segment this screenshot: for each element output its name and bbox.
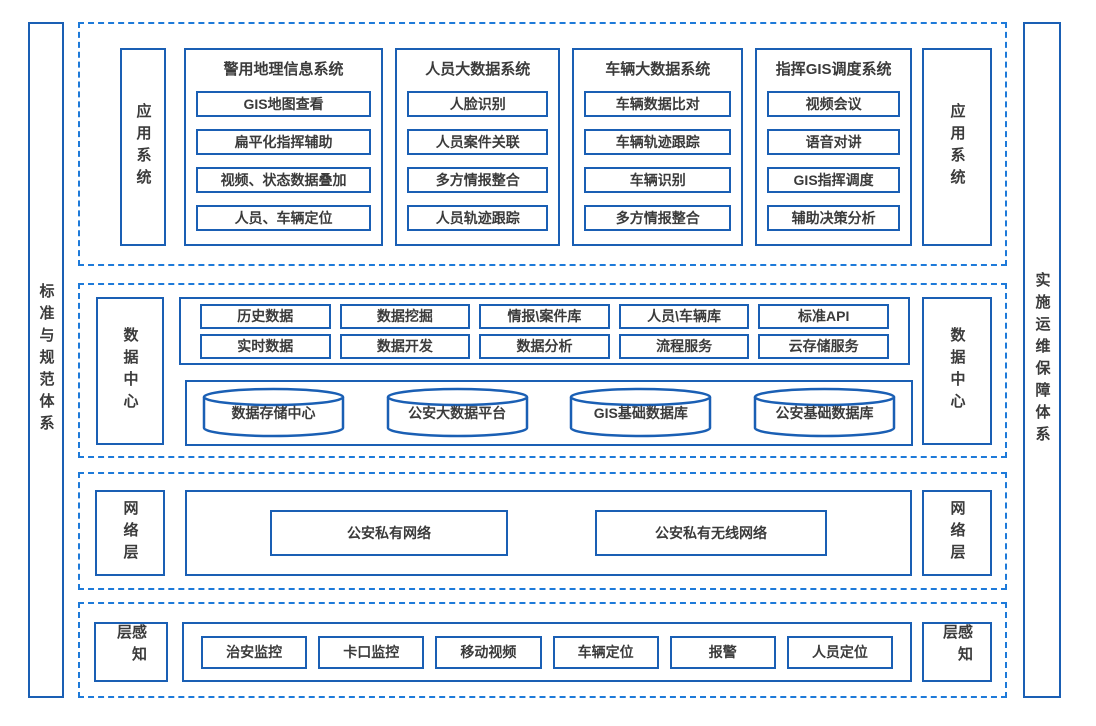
system-module: 视频、状态数据叠加 bbox=[196, 167, 372, 193]
system-module: 扁平化指挥辅助 bbox=[196, 129, 372, 155]
application-layer: 应用系统 警用地理信息系统 GIS地图查看 扁平化指挥辅助 视频、状态数据叠加 … bbox=[78, 22, 1007, 266]
database-label: 公安基础数据库 bbox=[775, 405, 874, 421]
perception-panel: 治安监控 卡口监控 移动视频 车辆定位 报警 人员定位 bbox=[182, 622, 912, 682]
database-label: 公安大数据平台 bbox=[408, 405, 507, 421]
database-cylinder: 公安大数据平台 bbox=[386, 387, 529, 439]
data-service-box: 云存储服务 bbox=[758, 333, 889, 359]
network-box-wireless: 公安私有无线网络 bbox=[595, 510, 827, 556]
data-service-box: 人员\车辆库 bbox=[618, 303, 750, 329]
group-personnel-bigdata-system: 人员大数据系统 人脸识别 人员案件关联 多方情报整合 人员轨迹跟踪 bbox=[395, 48, 561, 246]
group-title: 车辆大数据系统 bbox=[605, 61, 711, 78]
system-module: 人员案件关联 bbox=[407, 129, 549, 155]
system-module: 视频会议 bbox=[767, 91, 900, 117]
application-layer-label-left: 应用系统 bbox=[120, 48, 166, 246]
system-module: 辅助决策分析 bbox=[767, 205, 900, 231]
perception-box: 治安监控 bbox=[201, 635, 308, 669]
system-module: 车辆数据比对 bbox=[584, 91, 732, 117]
data-service-box: 标准API bbox=[758, 303, 889, 329]
perception-box: 人员定位 bbox=[786, 635, 894, 669]
group-command-gis-dispatch-system: 指挥GIS调度系统 视频会议 语音对讲 GIS指挥调度 辅助决策分析 bbox=[755, 48, 912, 246]
data-services-panel: 历史数据 数据挖掘 情报\案件库 人员\车辆库 标准API 实时数据 数据开发 … bbox=[179, 297, 910, 365]
group-vehicle-bigdata-system: 车辆大数据系统 车辆数据比对 车辆轨迹跟踪 车辆识别 多方情报整合 bbox=[572, 48, 744, 246]
databases-panel: 数据存储中心 公安大数据平台 GIS基础数据库 bbox=[185, 380, 913, 446]
system-module: 车辆轨迹跟踪 bbox=[584, 129, 732, 155]
database-icon bbox=[753, 387, 896, 438]
network-layer-label-text: 网络层 bbox=[121, 500, 139, 566]
perception-box: 卡口监控 bbox=[318, 635, 425, 669]
operations-sidebar: 实施运维保障体系 bbox=[1023, 22, 1061, 698]
system-module: 人员、车辆定位 bbox=[196, 205, 372, 231]
database-cylinder: GIS基础数据库 bbox=[569, 387, 712, 439]
standards-sidebar: 标准与规范体系 bbox=[28, 22, 64, 698]
data-service-box: 情报\案件库 bbox=[479, 303, 610, 329]
network-layer-label-left: 网络层 bbox=[95, 490, 165, 576]
database-cylinder: 数据存储中心 bbox=[202, 387, 345, 439]
network-layer-label-text: 网络层 bbox=[948, 500, 966, 566]
data-center-layer: 数据中心 历史数据 数据挖掘 情报\案件库 人员\车辆库 标准API 实时数据 … bbox=[78, 283, 1007, 458]
perception-layer: 感知层 治安监控 卡口监控 移动视频 车辆定位 报警 人员定位 感知层 bbox=[78, 602, 1007, 698]
group-police-gis-system: 警用地理信息系统 GIS地图查看 扁平化指挥辅助 视频、状态数据叠加 人员、车辆… bbox=[184, 48, 384, 246]
perception-layer-label-text: 感知层 bbox=[115, 624, 147, 668]
system-module: 人员轨迹跟踪 bbox=[407, 205, 549, 231]
system-module: GIS指挥调度 bbox=[767, 167, 900, 193]
data-service-box: 数据挖掘 bbox=[339, 303, 471, 329]
group-title: 指挥GIS调度系统 bbox=[775, 61, 892, 78]
standards-sidebar-label: 标准与规范体系 bbox=[37, 283, 55, 437]
system-module: 多方情报整合 bbox=[407, 167, 549, 193]
system-module: 语音对讲 bbox=[767, 129, 900, 155]
data-center-label-left: 数据中心 bbox=[96, 297, 164, 445]
perception-box: 移动视频 bbox=[435, 635, 542, 669]
group-title: 警用地理信息系统 bbox=[223, 61, 344, 78]
database-icon bbox=[386, 387, 528, 438]
data-center-label-text: 数据中心 bbox=[121, 327, 139, 415]
system-module: GIS地图查看 bbox=[196, 91, 372, 117]
data-service-box: 流程服务 bbox=[618, 333, 750, 359]
data-service-box: 实时数据 bbox=[200, 333, 331, 359]
application-groups: 警用地理信息系统 GIS地图查看 扁平化指挥辅助 视频、状态数据叠加 人员、车辆… bbox=[184, 48, 912, 246]
database-icon bbox=[202, 387, 345, 438]
perception-box: 车辆定位 bbox=[552, 635, 659, 669]
perception-layer-label-left: 感知层 bbox=[94, 622, 168, 682]
network-box-private: 公安私有网络 bbox=[270, 510, 508, 556]
data-service-box: 历史数据 bbox=[200, 303, 331, 329]
application-layer-label-text: 应用系统 bbox=[134, 103, 152, 191]
network-layer: 网络层 公安私有网络 公安私有无线网络 网络层 bbox=[78, 472, 1007, 590]
data-services-row: 实时数据 数据开发 数据分析 流程服务 云存储服务 bbox=[200, 333, 889, 359]
group-title: 人员大数据系统 bbox=[425, 61, 531, 78]
system-module: 人脸识别 bbox=[407, 91, 549, 117]
database-label: GIS基础数据库 bbox=[593, 405, 688, 421]
data-center-label-right: 数据中心 bbox=[922, 297, 992, 445]
database-cylinder: 公安基础数据库 bbox=[753, 387, 896, 439]
operations-sidebar-label: 实施运维保障体系 bbox=[1033, 272, 1051, 448]
database-icon bbox=[570, 387, 712, 438]
data-center-label-text: 数据中心 bbox=[948, 327, 966, 415]
data-service-box: 数据分析 bbox=[479, 333, 610, 359]
database-label: 数据存储中心 bbox=[231, 405, 316, 421]
system-module: 车辆识别 bbox=[584, 167, 732, 193]
perception-layer-label-right: 感知层 bbox=[922, 622, 992, 682]
network-layer-label-right: 网络层 bbox=[922, 490, 992, 576]
application-layer-label-text: 应用系统 bbox=[948, 103, 966, 191]
data-service-box: 数据开发 bbox=[339, 333, 471, 359]
network-panel: 公安私有网络 公安私有无线网络 bbox=[185, 490, 912, 576]
system-module: 多方情报整合 bbox=[584, 205, 732, 231]
data-services-row: 历史数据 数据挖掘 情报\案件库 人员\车辆库 标准API bbox=[200, 303, 889, 329]
application-layer-label-right: 应用系统 bbox=[922, 48, 992, 246]
perception-box: 报警 bbox=[669, 635, 776, 669]
perception-layer-label-text: 感知层 bbox=[941, 624, 973, 668]
